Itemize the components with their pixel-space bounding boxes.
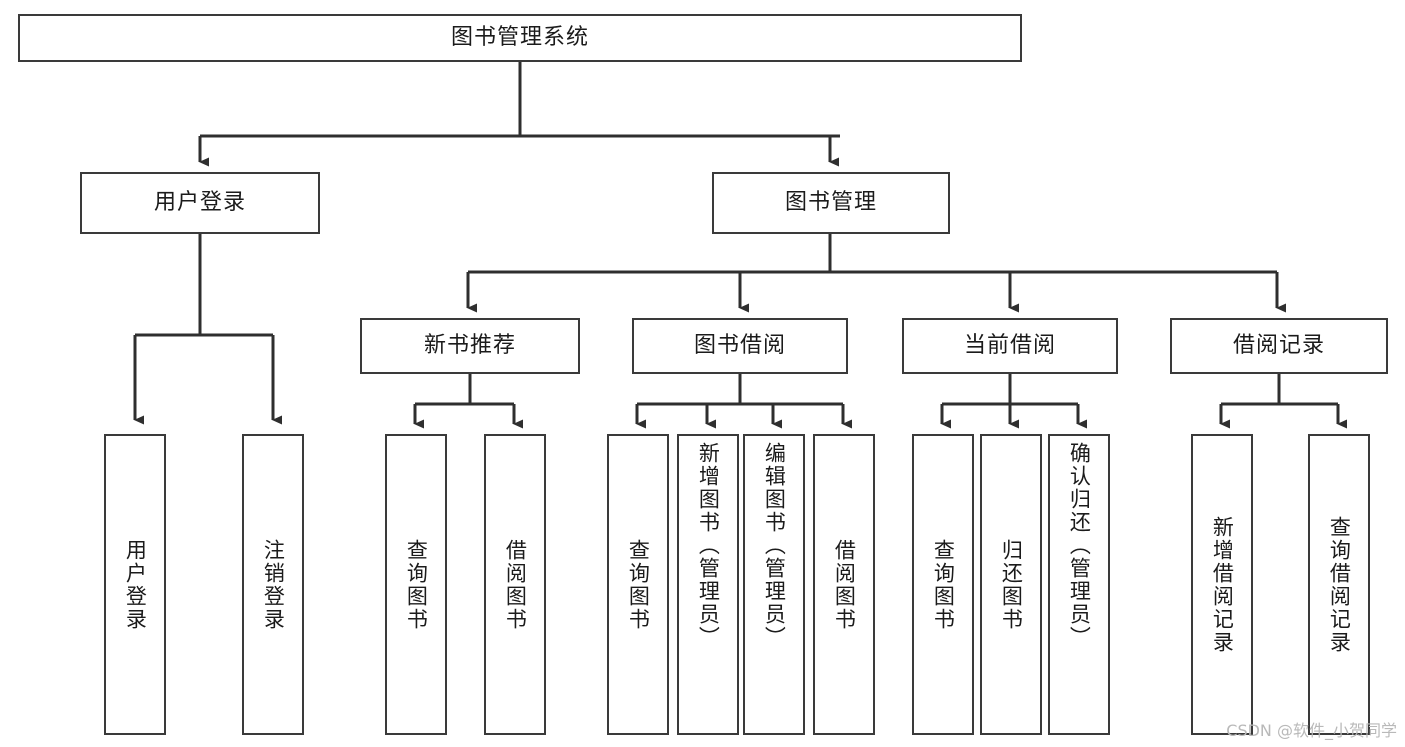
node-borrow-record[interactable]: 借阅记录: [1170, 318, 1388, 374]
leaf-recommend-query-book[interactable]: 查询图书: [385, 434, 447, 735]
leaf-current-return-book[interactable]: 归还图书: [980, 434, 1042, 735]
node-current-borrow-label: 当前借阅: [963, 332, 1056, 358]
edge-book-manage-to-level3: [466, 234, 1286, 313]
leaf-current-confirm-return-admin-label: 确认归还（管理员）: [1067, 442, 1092, 649]
leaf-record-add-record-label: 新增借阅记录: [1210, 515, 1235, 654]
leaf-recommend-borrow-book-label: 借阅图书: [503, 538, 528, 631]
leaf-recommend-query-book-label: 查询图书: [404, 538, 429, 631]
leaf-borrow-add-book-admin-label: 新增图书（管理员）: [696, 442, 721, 649]
edge-current-borrow-to-leaves: [940, 374, 1087, 429]
node-book-borrow-label: 图书借阅: [693, 332, 786, 358]
node-root-label: 图书管理系统: [450, 24, 589, 50]
node-new-book-recommend-label: 新书推荐: [423, 332, 516, 358]
leaf-record-add-record[interactable]: 新增借阅记录: [1191, 434, 1253, 735]
leaf-borrow-edit-book-admin-label: 编辑图书（管理员）: [762, 442, 787, 649]
edge-root-to-level2: [198, 62, 840, 167]
node-borrow-record-label: 借阅记录: [1232, 332, 1325, 358]
node-new-book-recommend[interactable]: 新书推荐: [360, 318, 580, 374]
node-book-management[interactable]: 图书管理: [712, 172, 950, 234]
leaf-borrow-borrow-book-label: 借阅图书: [832, 538, 857, 631]
leaf-current-query-book-label: 查询图书: [931, 538, 956, 631]
edge-book-borrow-to-leaves: [635, 374, 852, 429]
leaf-user-logout[interactable]: 注销登录: [242, 434, 304, 735]
node-book-borrow[interactable]: 图书借阅: [632, 318, 848, 374]
leaf-user-login-label: 用户登录: [123, 538, 148, 631]
leaf-user-login[interactable]: 用户登录: [104, 434, 166, 735]
leaf-borrow-query-book[interactable]: 查询图书: [607, 434, 669, 735]
leaf-record-query-record[interactable]: 查询借阅记录: [1308, 434, 1370, 735]
leaf-current-query-book[interactable]: 查询图书: [912, 434, 974, 735]
edge-borrow-record-to-leaves: [1219, 374, 1347, 429]
leaf-user-logout-label: 注销登录: [261, 538, 286, 631]
node-book-management-label: 图书管理: [784, 189, 877, 215]
node-user-login[interactable]: 用户登录: [80, 172, 320, 234]
leaf-current-confirm-return-admin[interactable]: 确认归还（管理员）: [1048, 434, 1110, 735]
edge-new-book-to-leaves: [413, 374, 523, 429]
leaf-borrow-borrow-book[interactable]: 借阅图书: [813, 434, 875, 735]
node-user-login-label: 用户登录: [153, 189, 246, 215]
leaf-borrow-edit-book-admin[interactable]: 编辑图书（管理员）: [743, 434, 805, 735]
node-root-library-system[interactable]: 图书管理系统: [18, 14, 1022, 62]
leaf-recommend-borrow-book[interactable]: 借阅图书: [484, 434, 546, 735]
leaf-current-return-book-label: 归还图书: [999, 538, 1024, 631]
leaf-borrow-add-book-admin[interactable]: 新增图书（管理员）: [677, 434, 739, 735]
leaf-record-query-record-label: 查询借阅记录: [1327, 515, 1352, 654]
node-current-borrow[interactable]: 当前借阅: [902, 318, 1118, 374]
csdn-watermark: CSDN @软件_小贺同学: [1226, 721, 1397, 740]
leaf-borrow-query-book-label: 查询图书: [626, 538, 651, 631]
edge-user-login-to-leaves: [133, 234, 282, 425]
